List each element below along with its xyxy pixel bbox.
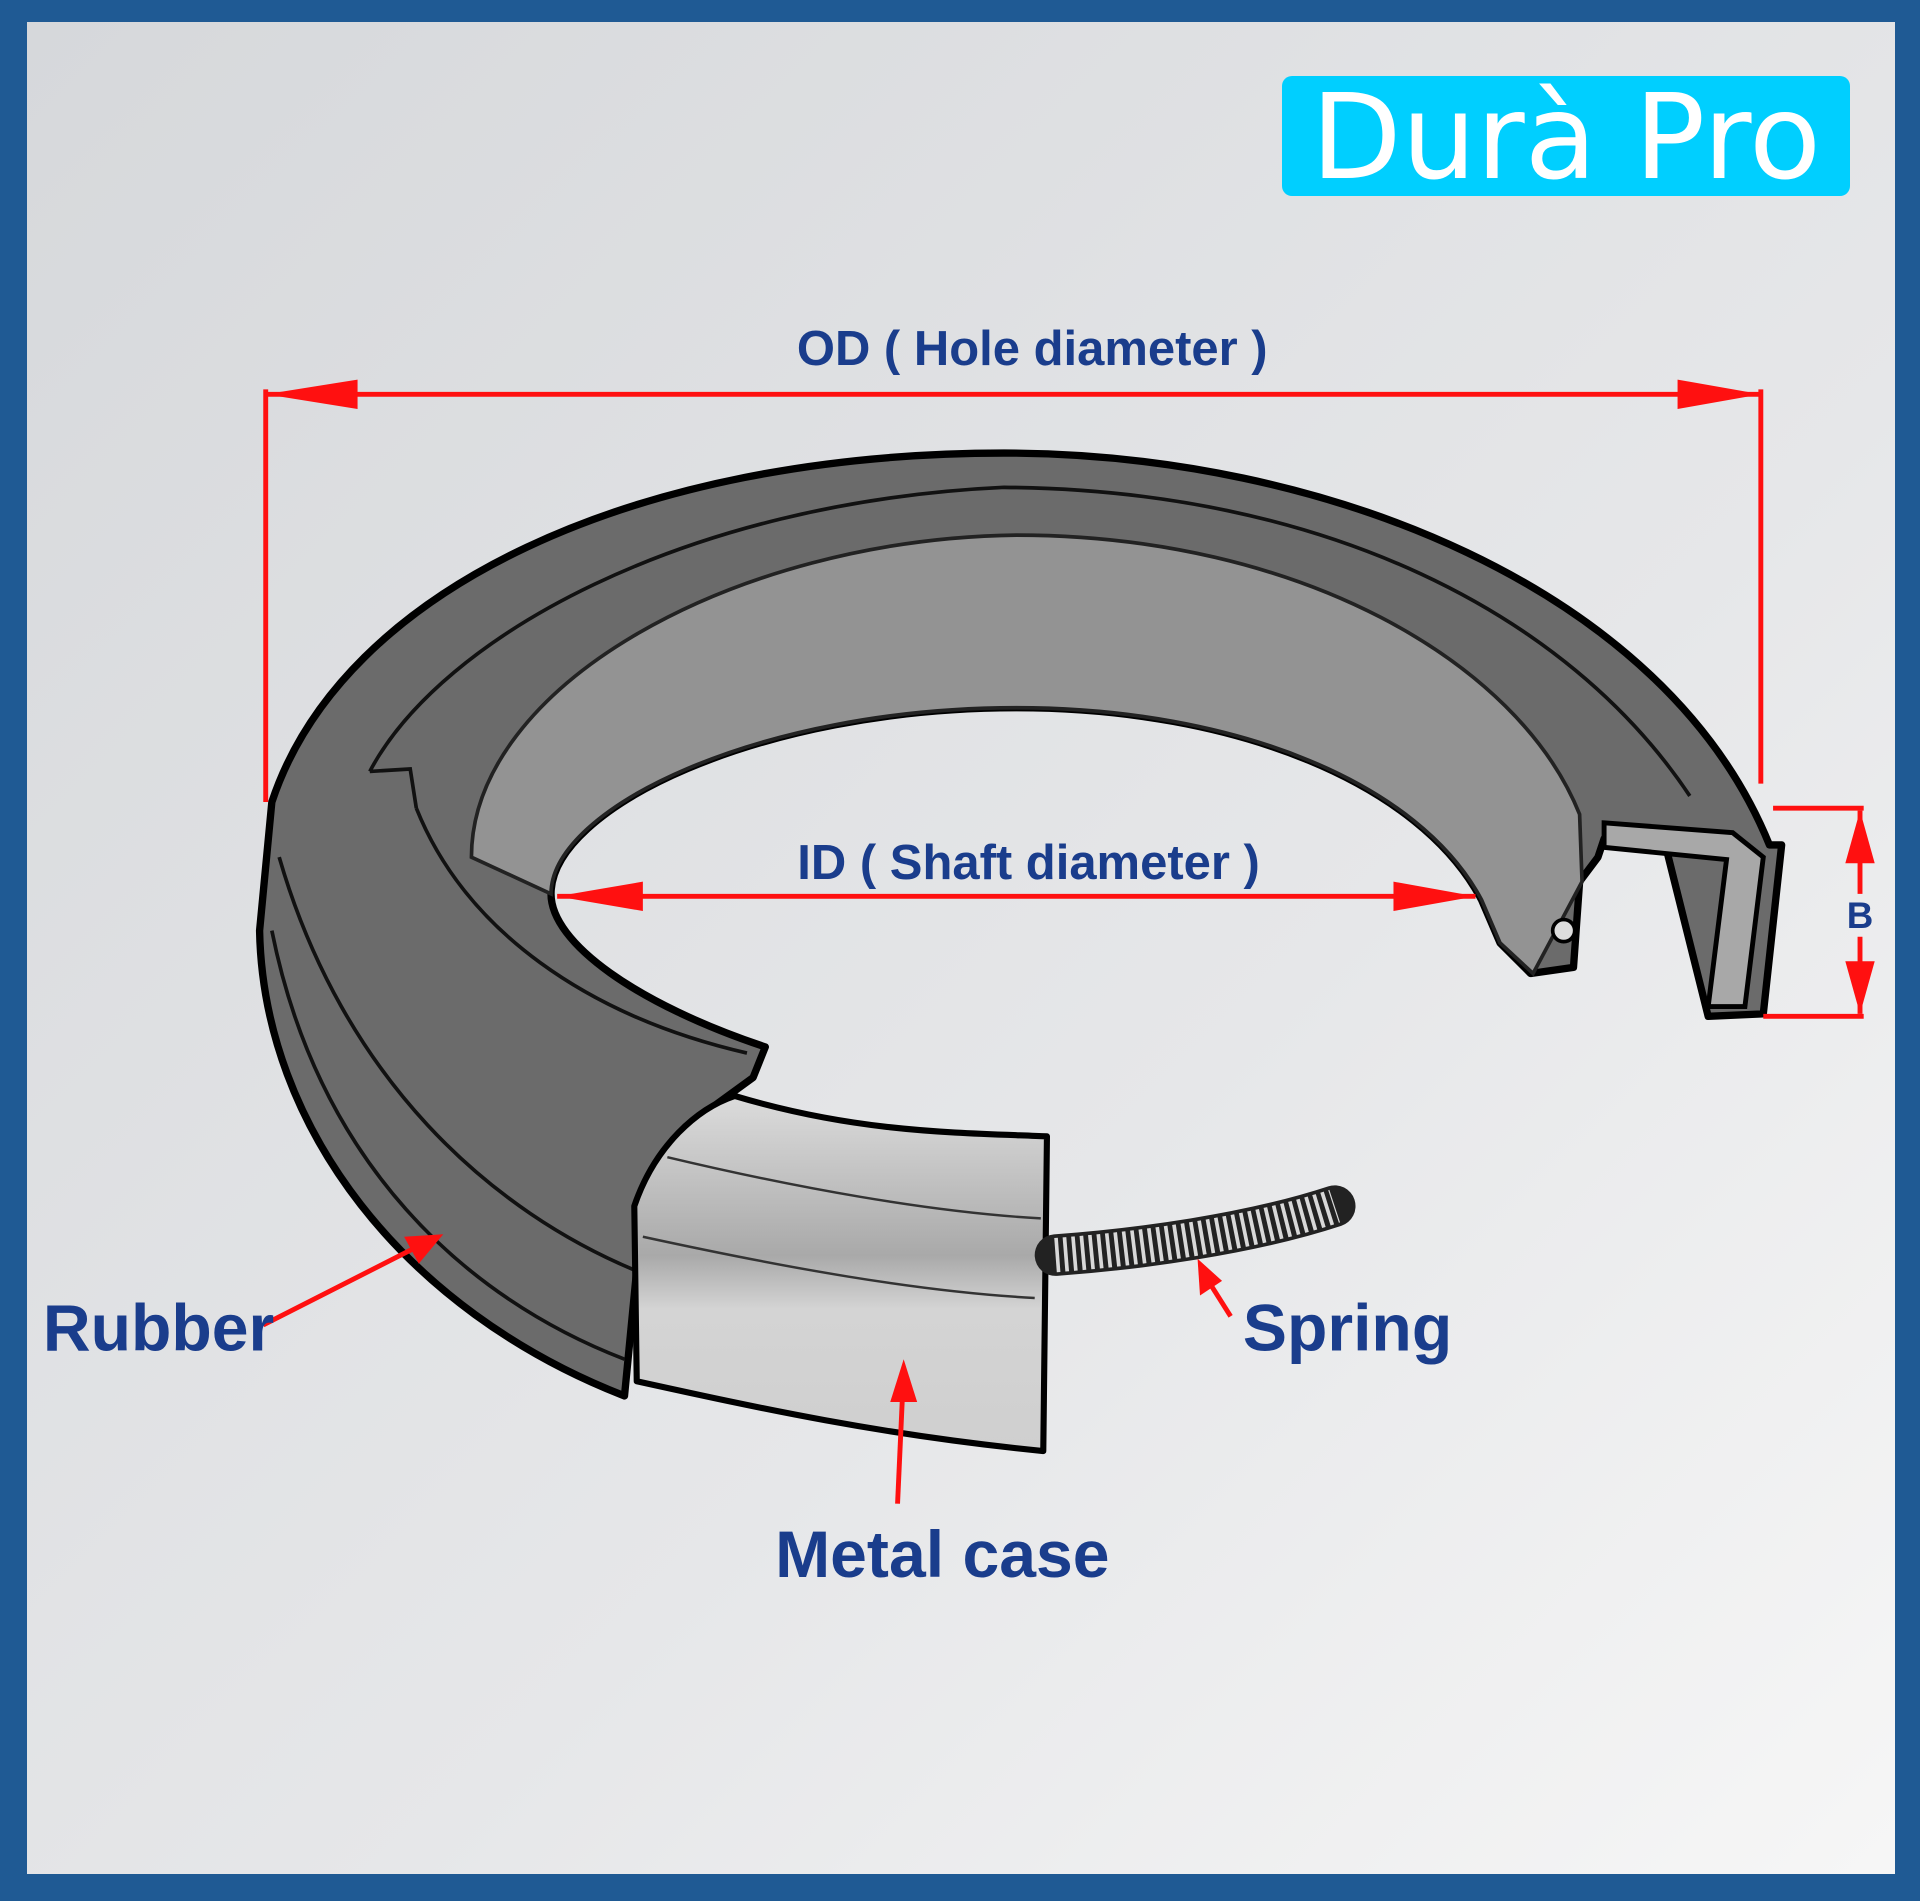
- cross-section-metal-insert: [1601, 820, 1766, 1009]
- brand-logo: Durà Pro: [1282, 68, 1850, 206]
- id-arrow-left: [557, 881, 643, 912]
- rubber-pointer: [262, 1234, 444, 1328]
- rubber-label: Rubber: [43, 1292, 274, 1366]
- spring-cross-section: [1550, 917, 1577, 944]
- b-arrow-up: [1845, 810, 1875, 864]
- b-label: B: [1847, 895, 1874, 936]
- metal-case-label: Metal case: [775, 1518, 1109, 1592]
- metal-case-pointer: [890, 1359, 918, 1504]
- b-arrow-down: [1845, 961, 1875, 1014]
- od-label: OD ( Hole diameter ): [797, 322, 1268, 376]
- od-arrow-left: [265, 379, 358, 409]
- inner-lip-surface: [469, 533, 1584, 977]
- id-arrow-right: [1393, 881, 1476, 912]
- b-dimension: [1763, 805, 1875, 1019]
- id-dimension: [557, 881, 1476, 912]
- spring-pointer: [1197, 1258, 1233, 1318]
- id-label: ID ( Shaft diameter ): [797, 836, 1260, 890]
- metal-case-section: [631, 1092, 1051, 1455]
- od-arrow-right: [1677, 379, 1761, 409]
- ring-contour-lines: [270, 485, 1692, 1361]
- spring-coil: [1034, 1185, 1356, 1276]
- metal-case-lines: [642, 1155, 1041, 1300]
- brand-logo-text: Durà Pro: [1311, 68, 1821, 206]
- spring-label: Spring: [1243, 1292, 1452, 1366]
- od-dimension: [263, 379, 1764, 803]
